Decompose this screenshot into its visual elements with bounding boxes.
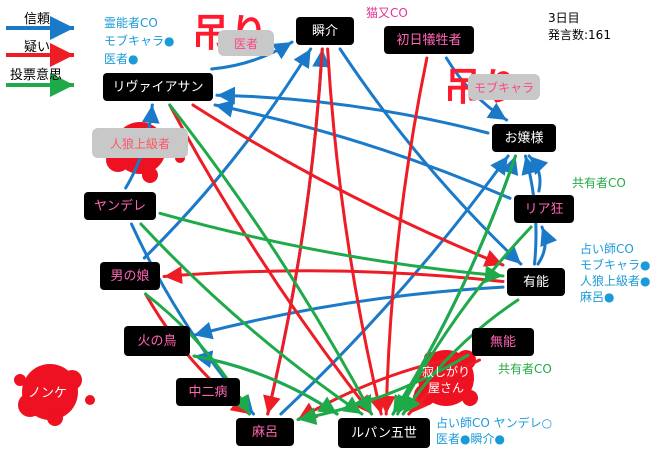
note-right-maro: 麻呂●	[580, 290, 615, 304]
edge-trust-2	[213, 99, 512, 200]
note-right-mob: モブキャラ●	[580, 258, 651, 272]
note-kyouyuu-2: 共有者CO	[498, 362, 552, 376]
edge-vote-26	[139, 222, 364, 416]
node-riajuu: リア狂	[514, 195, 574, 223]
edge-vote-33	[168, 103, 374, 416]
node-maro: 麻呂	[236, 418, 294, 446]
edge-suspect-19	[263, 47, 324, 416]
note-right-jinrou: 人狼上級者●	[580, 274, 651, 288]
node-munou: 無能	[472, 328, 534, 356]
note-kyouyuu-1: 共有者CO	[572, 176, 626, 190]
dead-sabishigari-box: 寂しがり屋さん	[412, 360, 480, 402]
legend-suspect-label: 疑い	[24, 40, 51, 55]
edge-vote-25	[396, 225, 533, 416]
legend-trust-label: 信頼	[24, 12, 51, 27]
legend-vote-label: 投票意思	[10, 68, 63, 83]
edge-trust-12	[192, 285, 505, 340]
note-uranai-co-right: 占い師CO	[580, 242, 634, 256]
node-lupin: ルパン五世	[338, 418, 430, 448]
edge-vote-31	[401, 298, 520, 416]
note-bottom-isha-shun: 医者●瞬介●	[436, 432, 505, 446]
edge-suspect-21	[162, 266, 505, 285]
edge-vote-32	[296, 353, 470, 425]
statement-count: 発言数:161	[548, 28, 611, 42]
edge-suspect-20	[377, 56, 429, 416]
edge-suspect-18	[326, 47, 386, 416]
node-shunsuke: 瞬介	[296, 17, 354, 45]
day-label: 3日目	[548, 11, 580, 25]
edge-suspect-17	[191, 103, 505, 267]
note-nekomata-co: 猫又CO	[366, 6, 408, 20]
node-yuunou: 有能	[507, 268, 565, 296]
edge-suspect-16	[168, 103, 374, 416]
edge-trust-9	[142, 47, 313, 260]
edge-trust-1	[210, 40, 294, 71]
edge-trust-10	[279, 154, 510, 416]
note-mob-black: モブキャラ●	[104, 34, 175, 48]
edge-trust-3	[215, 86, 490, 135]
note-isha-black: 医者●	[104, 52, 139, 66]
node-ojousama: お嬢様	[492, 124, 556, 152]
node-chuunibyou: 中二病	[176, 378, 240, 406]
edge-vote-27	[158, 211, 505, 284]
node-rivaia: リヴァイアサン	[103, 73, 213, 101]
note-reinou-co: 霊能者CO	[104, 16, 158, 30]
note-uranai-co-bottom: 占い師CO ヤンデレ○	[436, 416, 553, 430]
node-shonichi: 初日犠牲者	[384, 26, 474, 54]
node-yandere: ヤンデレ	[84, 192, 156, 220]
edge-trust-6	[536, 225, 558, 266]
dead-nonke: ノンケ	[28, 386, 68, 401]
dead-ishanote: 医者	[218, 30, 274, 56]
dead-jinrou: 人狼上級者	[92, 128, 188, 158]
dead-mobkyara: モブキャラ	[468, 74, 540, 100]
node-hinotori: 火の鳥	[124, 326, 190, 356]
edge-vote-29	[192, 354, 339, 416]
node-otokonoko: 男の娘	[100, 262, 160, 290]
dead-sabishigari: 寂しがり屋さん	[421, 365, 470, 395]
edge-trust-4	[338, 47, 523, 266]
blood-splatter-nonke	[14, 364, 95, 426]
